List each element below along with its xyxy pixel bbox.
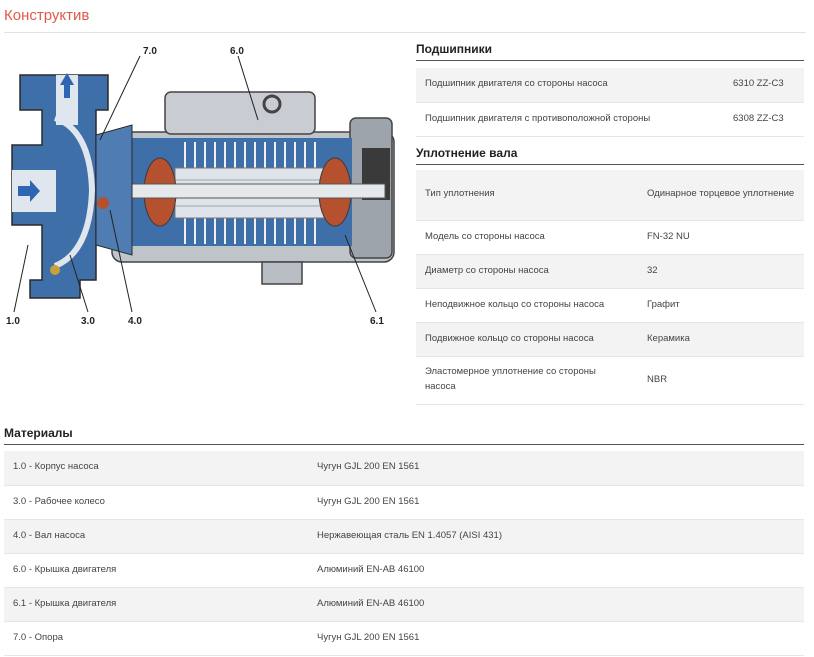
table-row: 6.0 - Крышка двигателя Алюминий EN-AB 46… <box>4 553 804 588</box>
seal-value: FN-32 NU <box>638 220 804 255</box>
seal-label: Тип уплотнения <box>416 170 638 221</box>
pump-casing <box>11 73 133 299</box>
seal-value: NBR <box>638 356 804 405</box>
label-6-0: 6.0 <box>230 46 244 57</box>
table-row: 4.0 - Вал насоса Нержавеющая сталь EN 1.… <box>4 519 804 554</box>
bearings-table: Подшипник двигателя со стороны насоса 63… <box>416 68 804 137</box>
table-row: Эластомерное уплотнение со стороны насос… <box>416 356 804 405</box>
material-value: Алюминий EN-AB 46100 <box>308 587 804 622</box>
seal-label: Подвижное кольцо со стороны насоса <box>416 322 638 357</box>
material-value: Чугун GJL 200 EN 1561 <box>308 485 804 520</box>
bearing-label: Подшипник двигателя с противоположной ст… <box>416 102 724 137</box>
seal-label: Эластомерное уплотнение со стороны насос… <box>416 356 638 405</box>
seal-title: Уплотнение вала <box>416 146 518 160</box>
seal-table: Тип уплотнения Одинарное торцевое уплотн… <box>416 170 804 405</box>
pump-cross-section-diagram: 7.0 6.0 1.0 3.0 4.0 6.1 <box>6 46 395 327</box>
material-value: Чугун GJL 200 EN 1561 <box>308 621 804 656</box>
table-row: 6.1 - Крышка двигателя Алюминий EN-AB 46… <box>4 587 804 622</box>
material-part: 3.0 - Рабочее колесо <box>4 485 308 520</box>
table-row: 3.0 - Рабочее колесо Чугун GJL 200 EN 15… <box>4 485 804 520</box>
seal-label: Модель со стороны насоса <box>416 220 638 255</box>
table-row: Модель со стороны насоса FN-32 NU <box>416 220 804 255</box>
label-7-0: 7.0 <box>143 46 157 57</box>
seal-label: Диаметр со стороны насоса <box>416 254 638 289</box>
bearing-value: 6310 ZZ-C3 <box>724 68 804 103</box>
material-part: 1.0 - Корпус насоса <box>4 451 308 486</box>
seal-label: Неподвижное кольцо со стороны насоса <box>416 288 638 323</box>
label-3-0: 3.0 <box>81 316 95 327</box>
material-part: 7.0 - Опора <box>4 621 308 656</box>
seal-value: Графит <box>638 288 804 323</box>
bearing-label: Подшипник двигателя со стороны насоса <box>416 68 724 103</box>
material-value: Чугун GJL 200 EN 1561 <box>308 451 804 486</box>
seal-value: 32 <box>638 254 804 289</box>
table-row: Подшипник двигателя со стороны насоса 63… <box>416 68 804 103</box>
seal-divider <box>416 164 804 165</box>
table-row: 7.0 - Опора Чугун GJL 200 EN 1561 <box>4 621 804 656</box>
table-row: Подвижное кольцо со стороны насоса Керам… <box>416 322 804 357</box>
table-row: Подшипник двигателя с противоположной ст… <box>416 102 804 137</box>
bearings-divider <box>416 60 804 61</box>
table-row: Неподвижное кольцо со стороны насоса Гра… <box>416 288 804 323</box>
material-part: 4.0 - Вал насоса <box>4 519 308 554</box>
seal-value: Керамика <box>638 322 804 357</box>
table-row: 1.0 - Корпус насоса Чугун GJL 200 EN 156… <box>4 451 804 486</box>
label-6-1: 6.1 <box>370 316 384 327</box>
bearings-title: Подшипники <box>416 42 493 56</box>
table-row: Диаметр со стороны насоса 32 <box>416 254 804 289</box>
bearing-value: 6308 ZZ-C3 <box>724 102 804 137</box>
seal-value: Одинарное торцевое уплотнение <box>638 170 804 221</box>
label-4-0: 4.0 <box>128 316 142 327</box>
material-part: 6.0 - Крышка двигателя <box>4 553 308 588</box>
material-part: 6.1 - Крышка двигателя <box>4 587 308 622</box>
material-value: Алюминий EN-AB 46100 <box>308 553 804 588</box>
materials-table: 1.0 - Корпус насоса Чугун GJL 200 EN 156… <box>4 451 804 656</box>
materials-title: Материалы <box>4 426 73 440</box>
label-1-0: 1.0 <box>6 316 20 327</box>
material-value: Нержавеющая сталь EN 1.4057 (AISI 431) <box>308 519 804 554</box>
table-row: Тип уплотнения Одинарное торцевое уплотн… <box>416 170 804 221</box>
materials-divider <box>4 444 804 445</box>
page-title: Конструктив <box>4 7 90 24</box>
title-divider <box>4 32 806 33</box>
